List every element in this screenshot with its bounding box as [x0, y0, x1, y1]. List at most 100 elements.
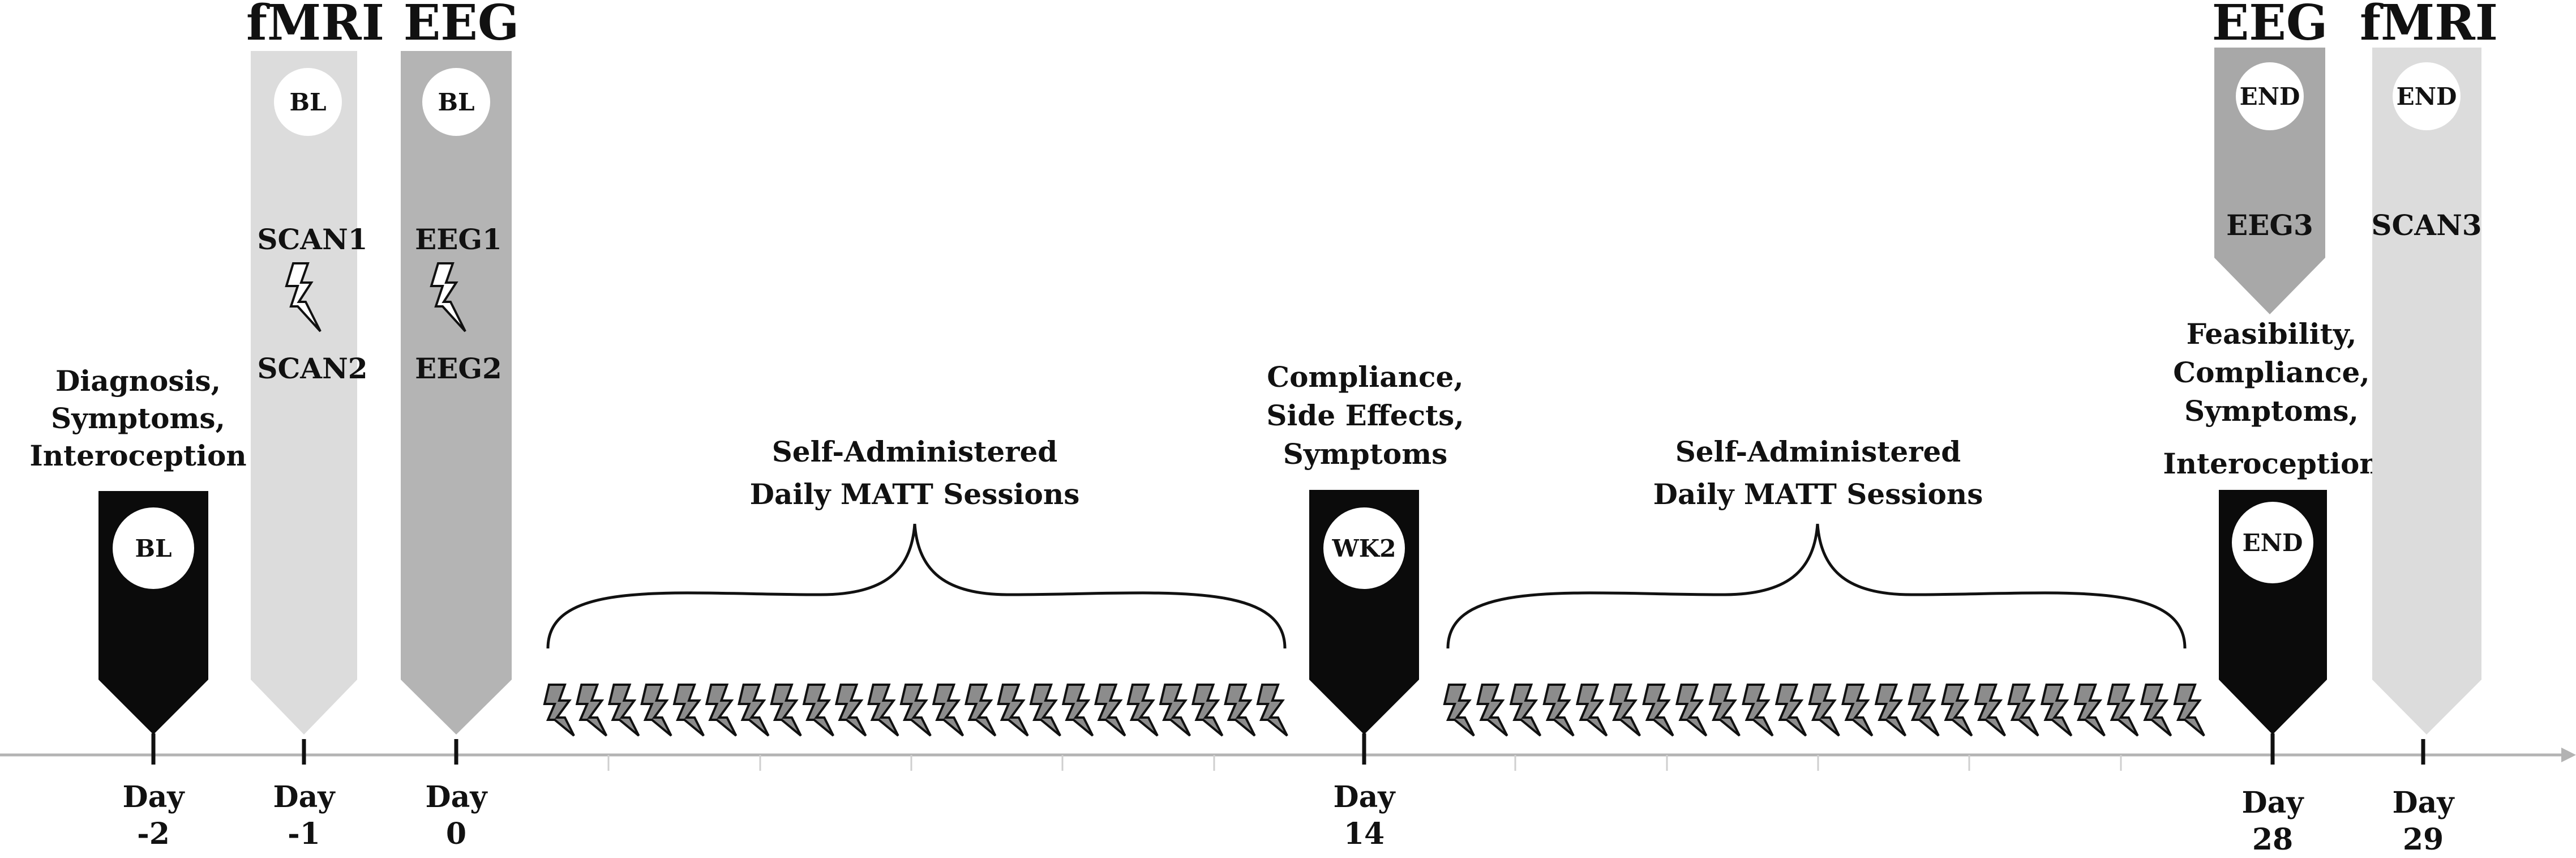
session-bolt-icon	[1030, 684, 1062, 737]
session-bolt-icon	[1510, 684, 1542, 737]
marker-caption-line: Symptoms	[1283, 437, 1448, 471]
session-bolt-icon	[2107, 684, 2139, 737]
marker-end-assessment: END Feasibility, Compliance, Symptoms, I…	[2163, 317, 2380, 735]
eeg-label: EEG2	[415, 352, 502, 385]
session-bolts-row	[1443, 684, 2205, 737]
marker-eeg-baseline: EEG BL EEG1 EEG2	[401, 0, 519, 735]
marker-circle	[2236, 62, 2304, 130]
eeg-pentagon-marker	[401, 51, 512, 735]
fmri-header: fMRI	[2360, 0, 2498, 52]
fmri-header: fMRI	[246, 0, 384, 52]
day-label-number: 14	[1344, 817, 1385, 851]
marker-caption-line: Diagnosis,	[55, 364, 221, 398]
day-label-top: Day	[273, 780, 336, 814]
marker-fmri-baseline: fMRI BL SCAN1 SCAN2	[246, 0, 384, 735]
session-label-line: Self-Administered	[1675, 435, 1961, 468]
session-bolt-icon	[2041, 684, 2073, 737]
session-bolt-icon	[1908, 684, 1940, 737]
session-bolt-icon	[1675, 684, 1708, 737]
marker-caption-line: Feasibility,	[2187, 317, 2357, 351]
marker-fmri-end: fMRI END SCAN3	[2360, 0, 2498, 735]
session-block-second: Self-Administered Daily MATT Sessions	[1443, 435, 2205, 737]
day-label-top: Day	[2392, 786, 2455, 820]
session-bolt-icon	[1476, 684, 1508, 737]
session-bolt-icon	[997, 684, 1029, 737]
session-bolt-icon	[867, 684, 899, 737]
session-block-first: Self-Administered Daily MATT Sessions	[543, 435, 1288, 737]
session-bolt-icon	[1808, 684, 1840, 737]
circle-label: END	[2397, 83, 2457, 110]
axis-day-ticks	[151, 733, 2425, 765]
eeg-label: EEG1	[415, 223, 502, 256]
session-bolt-icon	[1126, 684, 1159, 737]
session-bolt-icon	[1742, 684, 1774, 737]
session-bolt-icon	[1875, 684, 1907, 737]
scan-label: SCAN2	[257, 352, 367, 385]
marker-caption-line: Symptoms,	[51, 402, 225, 435]
circle-label: BL	[289, 88, 326, 116]
day-label-number: 28	[2252, 822, 2293, 855]
marker-caption-line: Interoception	[29, 439, 246, 472]
session-bolt-icon	[2140, 684, 2172, 737]
session-bolt-icon	[835, 684, 867, 737]
circle-label: END	[2240, 83, 2300, 110]
marker-circle	[422, 68, 490, 136]
session-bolt-icon	[738, 684, 770, 737]
session-bolt-icon	[2174, 684, 2205, 737]
axis-minor-ticks	[607, 755, 2122, 771]
session-bolt-icon	[1191, 684, 1224, 737]
day-labels: Day -2 Day -1 Day 0 Day 14 Day 28 Day 29	[122, 780, 2455, 857]
curly-brace	[1446, 523, 2187, 649]
marker-week2: WK2 Compliance, Side Effects, Symptoms	[1266, 360, 1464, 735]
day-label-number: 0	[446, 817, 466, 851]
day-label-top: Day	[425, 780, 488, 814]
session-bolt-icon	[1775, 684, 1807, 737]
session-bolt-icon	[1609, 684, 1641, 737]
marker-circle	[2232, 502, 2313, 583]
marker-caption-line: Interoception	[2163, 447, 2380, 480]
day-label-top: Day	[1333, 780, 1396, 814]
circle-label: BL	[438, 88, 474, 116]
eeg-header: EEG	[2212, 0, 2328, 52]
session-bolt-icon	[1062, 684, 1094, 737]
session-bolt-icon	[900, 684, 932, 737]
session-bolt-icon	[673, 684, 705, 737]
session-bolt-icon	[1576, 684, 1608, 737]
session-bolt-icon	[1642, 684, 1674, 737]
day-label-number: -2	[137, 817, 170, 851]
day-label-top: Day	[122, 780, 185, 814]
timeline-axis	[0, 733, 2576, 771]
circle-label: END	[2243, 529, 2303, 557]
eeg-label: EEG3	[2226, 208, 2313, 242]
eeg-header: EEG	[404, 0, 520, 52]
marker-circle	[274, 68, 342, 136]
session-bolt-icon	[1542, 684, 1575, 737]
marker-circle	[2393, 62, 2461, 130]
session-bolt-icon	[1443, 684, 1475, 737]
marker-circle	[113, 507, 194, 589]
marker-caption-line: Side Effects,	[1266, 399, 1464, 432]
curly-brace	[546, 523, 1287, 649]
session-bolt-icon	[640, 684, 672, 737]
session-bolt-icon	[2074, 684, 2106, 737]
marker-caption-line: Compliance,	[2173, 356, 2369, 389]
marker-circle	[1323, 507, 1405, 589]
marker-diagnosis-baseline: BL Diagnosis, Symptoms, Interoception	[29, 364, 247, 735]
session-bolt-icon	[1941, 684, 1973, 737]
session-bolt-icon	[1709, 684, 1741, 737]
session-bolt-icon	[803, 684, 835, 737]
circle-label: BL	[135, 535, 172, 562]
circle-label: WK2	[1332, 535, 1396, 562]
session-label-line: Daily MATT Sessions	[1653, 477, 1983, 511]
marker-caption-line: Compliance,	[1267, 360, 1463, 394]
marker-caption-line: Symptoms,	[2184, 394, 2359, 428]
day-label-top: Day	[2241, 786, 2304, 820]
session-bolt-icon	[1224, 684, 1256, 737]
session-bolt-icon	[543, 684, 575, 737]
axis-arrowhead	[2561, 748, 2576, 762]
session-bolt-icon	[2007, 684, 2039, 737]
session-bolt-icon	[1841, 684, 1874, 737]
session-bolts-row	[543, 684, 1288, 737]
